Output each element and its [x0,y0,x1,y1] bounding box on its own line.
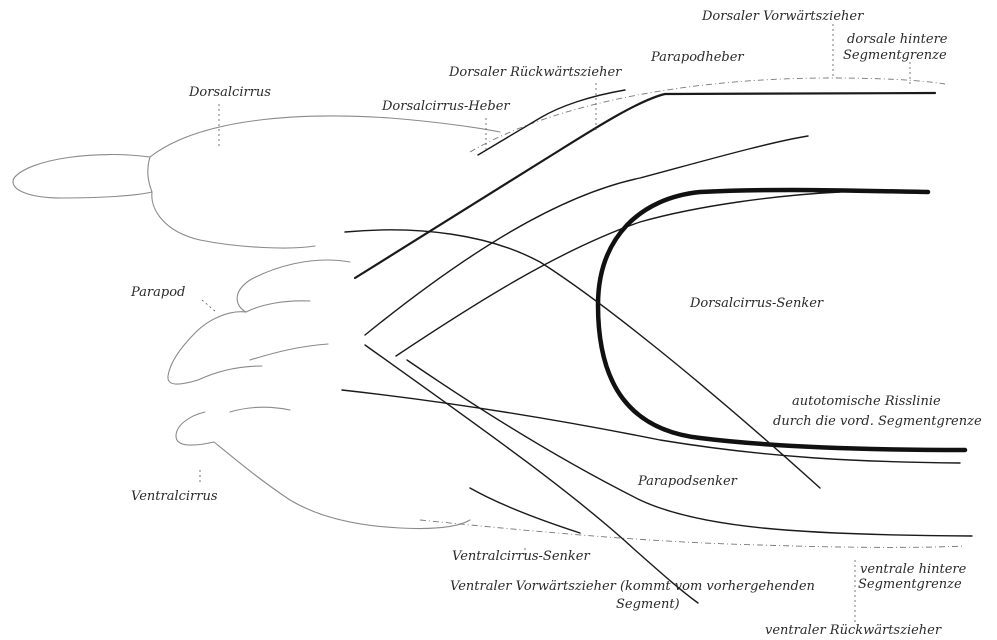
dorsal-oblique-line-2 [395,191,841,357]
dorsaler-rueckwaertszieher-line [477,89,626,156]
label-dorsalcirrus-heber: Dorsalcirrus-Heber [381,99,510,114]
label-dorsaler-rueckwaertszieher: Dorsaler Rückwärtszieher [448,65,622,80]
parapod-outline [167,259,471,530]
ventralcirrus-senker-line [469,487,581,534]
label-risslinie-2: durch die vord. Segmentgrenze [773,414,982,429]
leader-lines [199,24,911,625]
label-dorsaler-vorwaertszieher: Dorsaler Vorwärtszieher [701,9,864,24]
label-dorsale-hintere-segmentgrenze-2: Segmentgrenze [843,48,947,63]
label-dorsalcirrus-senker: Dorsalcirrus-Senker [689,296,824,311]
labels: Dorsaler Vorwärtszieher dorsale hintere … [130,9,982,638]
label-dorsalcirrus: Dorsalcirrus [188,85,271,100]
dorsalcirrus-senker-line [595,187,968,453]
dorsal-segment-boundary [469,77,946,153]
label-parapodheber: Parapodheber [650,50,744,65]
dorsal-retractor-line [344,229,821,489]
ventral-oblique-line [406,359,973,537]
label-ventralcirrus: Ventralcirrus [131,489,218,504]
label-ventrale-hintere-segmentgrenze-2: Segmentgrenze [858,577,962,592]
ventral-segment-boundary [419,519,966,548]
label-risslinie-1: autotomische Risslinie [792,394,941,409]
parapodheber-line [353,91,937,280]
label-ventraler-rueckwaertszieher: ventraler Rückwärtszieher [765,623,942,638]
dorsal-oblique-line-1 [364,135,809,336]
ventraler-vorwaertszieher-line [364,344,699,604]
parapodsenker-line [341,389,961,464]
segment-boundaries [419,77,966,548]
label-ventraler-vorwaertszieher-1: Ventraler Vorwärtszieher (kommt vom vorh… [450,579,815,594]
label-ventraler-vorwaertszieher-2: Segment) [616,597,680,612]
label-parapodsenker: Parapodsenker [637,474,738,489]
label-ventralcirrus-senker: Ventralcirrus-Senker [452,549,590,564]
dorsal-cirrus-outline [12,115,501,249]
label-ventrale-hintere-segmentgrenze-1: ventrale hintere [860,562,967,577]
muscles [341,89,973,604]
label-dorsale-hintere-segmentgrenze-1: dorsale hintere [847,32,948,47]
label-parapod: Parapod [130,285,185,300]
